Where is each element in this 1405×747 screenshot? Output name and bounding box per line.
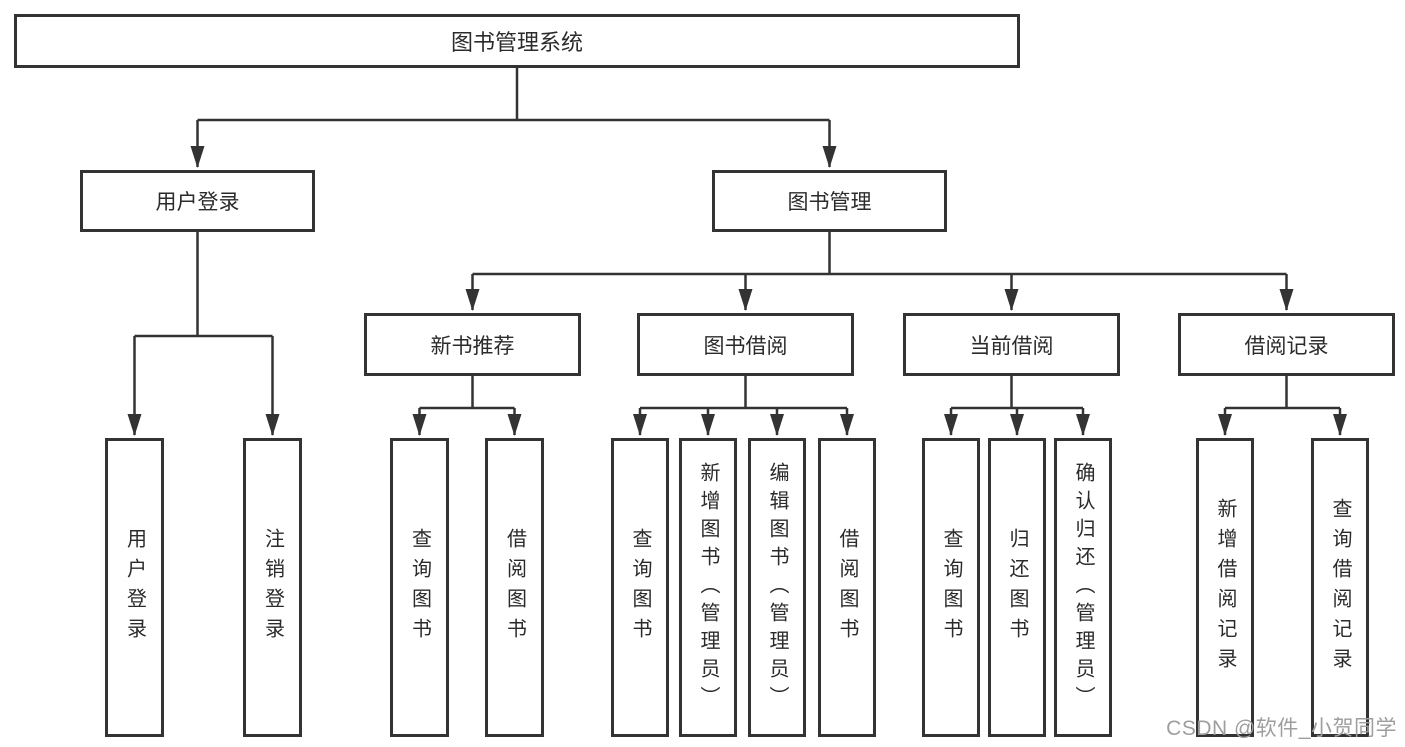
watermark-text: CSDN @软件_小贺同学 bbox=[1166, 717, 1397, 740]
leaf-add-borrow-record: 新增借阅记录 bbox=[1196, 438, 1254, 737]
leaf-query-books-borrowing: 查询图书 bbox=[611, 438, 669, 737]
node-user-login: 用户登录 bbox=[80, 170, 315, 232]
leaf-label: 用户登录 bbox=[123, 527, 146, 648]
leaf-label: 编辑图书（管理员） bbox=[766, 461, 788, 714]
leaf-label: 查询图书 bbox=[940, 527, 962, 648]
leaf-label: 查询图书 bbox=[629, 527, 651, 648]
node-borrowing-records: 借阅记录 bbox=[1178, 313, 1395, 376]
leaf-label: 查询借阅记录 bbox=[1329, 497, 1351, 678]
leaf-borrow-books-recommend: 借阅图书 bbox=[485, 438, 544, 737]
node-library-management-system: 图书管理系统 bbox=[14, 14, 1020, 68]
leaf-label: 新增借阅记录 bbox=[1214, 497, 1236, 678]
leaf-borrow-book: 借阅图书 bbox=[818, 438, 876, 737]
leaf-label: 新增图书（管理员） bbox=[697, 461, 719, 714]
leaf-confirm-return-admin: 确认归还（管理员） bbox=[1054, 438, 1112, 737]
leaf-query-books-current: 查询图书 bbox=[922, 438, 980, 737]
leaf-logout: 注销登录 bbox=[243, 438, 302, 737]
leaf-label: 归还图书 bbox=[1006, 527, 1028, 648]
leaf-label: 借阅图书 bbox=[503, 527, 526, 648]
leaf-add-book-admin: 新增图书（管理员） bbox=[679, 438, 737, 737]
node-new-book-recommend: 新书推荐 bbox=[364, 313, 581, 376]
leaf-label: 确认归还（管理员） bbox=[1072, 461, 1094, 714]
leaf-label: 借阅图书 bbox=[836, 527, 858, 648]
leaf-edit-book-admin: 编辑图书（管理员） bbox=[748, 438, 806, 737]
leaf-label: 注销登录 bbox=[261, 527, 284, 648]
node-book-management: 图书管理 bbox=[712, 170, 947, 232]
node-current-borrowing: 当前借阅 bbox=[903, 313, 1120, 376]
leaf-label: 查询图书 bbox=[408, 527, 431, 648]
node-book-borrowing: 图书借阅 bbox=[637, 313, 854, 376]
leaf-user-login: 用户登录 bbox=[105, 438, 164, 737]
leaf-return-book: 归还图书 bbox=[988, 438, 1046, 737]
leaf-query-borrow-record: 查询借阅记录 bbox=[1311, 438, 1369, 737]
leaf-query-books-recommend: 查询图书 bbox=[390, 438, 449, 737]
